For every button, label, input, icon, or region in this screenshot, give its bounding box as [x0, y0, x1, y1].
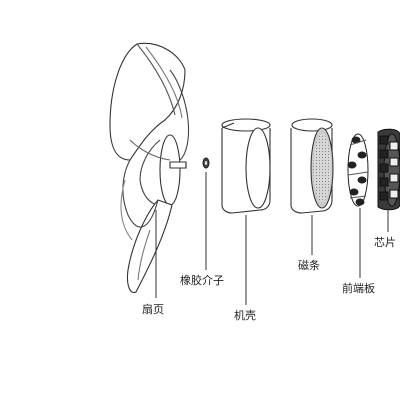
fan-blade-label: 扇页: [142, 303, 164, 316]
chip-part: [378, 129, 400, 210]
front-end-plate-label: 前端板: [342, 282, 375, 295]
rubber-spacer-part: [203, 158, 209, 168]
motor-housing-part: [222, 119, 270, 213]
chip-label: 芯片: [374, 236, 396, 249]
magnet-strip-part: [291, 119, 333, 213]
magnet-strip-label: 磁条: [298, 259, 320, 272]
rubber-spacer-label: 橡胶介子: [180, 274, 224, 287]
motor-housing-label: 机壳: [234, 309, 256, 322]
fan-blade-part: [110, 43, 189, 292]
front-end-plate-part: [348, 134, 368, 206]
